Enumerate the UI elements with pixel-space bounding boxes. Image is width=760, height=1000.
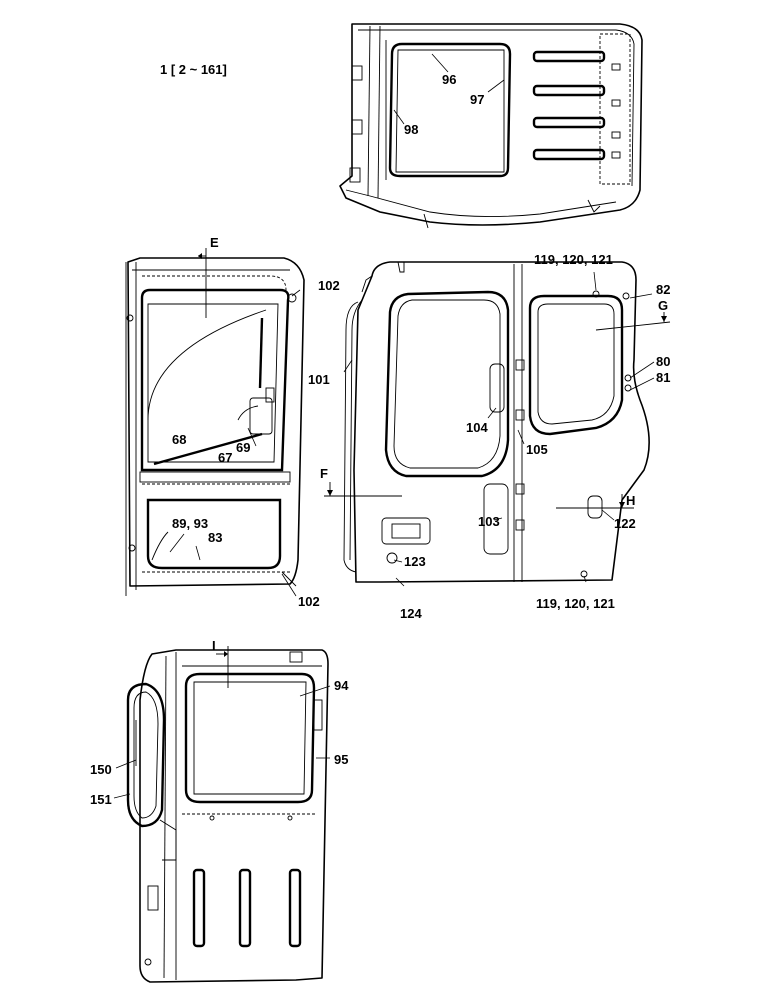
label-80: 80 [656, 354, 670, 369]
label-97: 97 [470, 92, 484, 107]
reference-header: 1 [ 2 ~ 161] [160, 62, 227, 77]
section-i-label: I [212, 638, 216, 653]
label-122: 122 [614, 516, 636, 531]
front-view [125, 257, 305, 597]
section-f-label: F [320, 466, 328, 481]
label-124: 124 [400, 606, 422, 621]
label-150: 150 [90, 762, 112, 777]
section-mark-f: F [320, 466, 402, 497]
label-123: 123 [404, 554, 426, 569]
label-102-top: 102 [318, 278, 340, 293]
label-104: 104 [466, 420, 488, 435]
label-81: 81 [656, 370, 670, 385]
label-67: 67 [218, 450, 232, 465]
label-69: 69 [236, 440, 250, 455]
section-mark-e: E [198, 235, 219, 318]
section-mark-h: H [556, 493, 635, 509]
label-98: 98 [404, 122, 418, 137]
section-g-label: G [658, 298, 668, 313]
side-view [343, 261, 655, 587]
label-119-120-121-top: 119, 120, 121 [534, 252, 613, 267]
section-e-label: E [210, 235, 219, 250]
label-68: 68 [172, 432, 186, 447]
roof-view [339, 23, 643, 229]
label-89-93: 89, 93 [172, 516, 208, 531]
label-119-120-121-bottom: 119, 120, 121 [536, 596, 615, 611]
label-82: 82 [656, 282, 670, 297]
section-mark-i: I [212, 638, 229, 688]
label-96: 96 [442, 72, 456, 87]
section-mark-g: G [595, 298, 671, 331]
label-83: 83 [208, 530, 222, 545]
label-105: 105 [526, 442, 548, 457]
rear-view [113, 649, 331, 983]
label-94: 94 [334, 678, 349, 693]
label-102-bottom: 102 [298, 594, 320, 609]
label-151: 151 [90, 792, 112, 807]
label-103: 103 [478, 514, 500, 529]
label-95: 95 [334, 752, 348, 767]
label-101: 101 [308, 372, 330, 387]
section-h-label: H [626, 493, 635, 508]
